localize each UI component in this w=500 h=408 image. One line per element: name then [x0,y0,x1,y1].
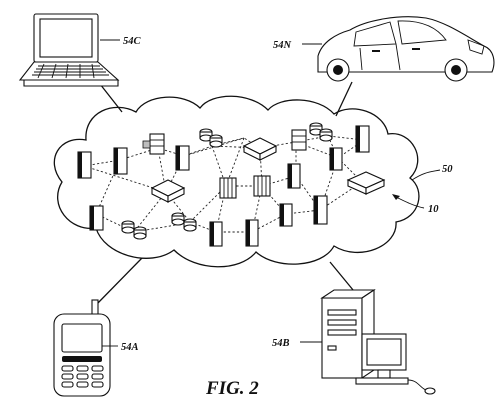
storage-icon [121,220,147,240]
cloud-shape [53,95,420,268]
label-54C: 54C [123,36,142,47]
figure-caption: FIG. 2 [205,378,259,399]
server-icon [77,151,92,179]
label-54B: 54B [272,338,290,349]
storage-icon [309,122,333,142]
server-icon [175,145,190,171]
label-10: 10 [428,204,439,215]
rack-icon [291,129,307,151]
switch-icon [346,171,386,195]
server-icon [313,195,328,225]
server-icon [209,221,223,247]
server-icon [89,205,104,231]
server-icon [287,163,301,189]
storage-icon [199,128,223,148]
rack-icon [142,133,165,155]
rack-icon [253,175,271,197]
phone-connector [94,257,143,307]
server-icon [279,203,293,227]
switch-icon [242,137,278,161]
car-icon [317,16,495,82]
rack-icon [219,177,237,199]
phone-icon [53,299,111,397]
server-icon [245,219,259,247]
car-connector [335,81,353,117]
server-icon [355,125,370,153]
network-nodes [77,122,386,247]
label-50: 50 [442,164,453,175]
label-54A: 54A [121,342,139,353]
label-54N: 54N [273,40,292,51]
leader-50 [411,169,441,181]
laptop-icon [18,13,120,87]
server-icon [113,147,128,175]
switch-icon [150,179,186,203]
arrowhead-10 [392,194,400,200]
server-icon [329,147,343,171]
desktop-computer-icon [320,288,436,395]
storage-icon [171,212,197,232]
